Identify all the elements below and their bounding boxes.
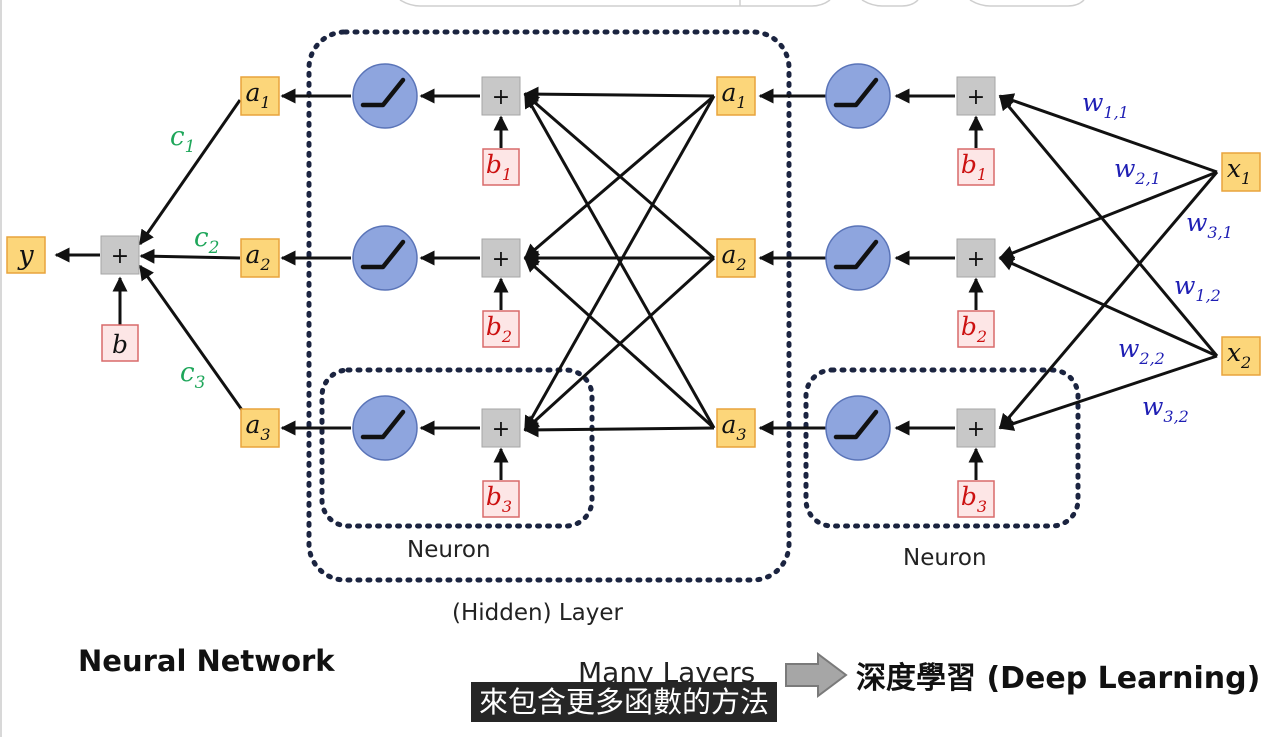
plus-icon: + [967, 85, 985, 110]
first-b2-label: b2 [961, 312, 987, 346]
hidden-sum-3 [481, 408, 521, 448]
edge-a2-to-sum1 [523, 92, 715, 260]
video-subtitle: 來包含更多函數的方法 [471, 682, 778, 722]
hidden-sum-2 [481, 238, 521, 278]
edge-a1-to-sum1 [523, 86, 715, 102]
relu-icon [833, 239, 879, 270]
weights-w: w1,1 w2,1 w3,1 w1,2 w2,2 w3,2 [1082, 88, 1233, 426]
first-a2-node [716, 238, 756, 278]
relu-icon [833, 77, 879, 108]
input-x1-label: x1 [1227, 154, 1251, 188]
hidden-bias-2 [482, 310, 520, 348]
relu-icon [360, 409, 406, 440]
first-bias-1 [957, 148, 995, 186]
hidden-relu-1 [352, 63, 418, 129]
output-label: y [17, 240, 34, 271]
weight-w12: w1,2 [1174, 271, 1221, 305]
first-sum-3 [956, 408, 996, 448]
output-bias-label: b [112, 330, 128, 359]
plus-icon: + [492, 417, 510, 442]
edge-c2 [139, 248, 241, 264]
output-sum [100, 235, 140, 275]
first-bias-2 [957, 310, 995, 348]
first-a3-label: a3 [721, 410, 746, 444]
input-x2-node [1221, 336, 1261, 376]
hidden-b1-label: b1 [486, 150, 512, 184]
first-relu-3 [825, 395, 891, 461]
edge-x1-to-sum2 [998, 170, 1218, 260]
hidden-a1-label: a1 [245, 78, 270, 112]
weight-w11: w1,1 [1082, 88, 1129, 122]
weight-c3: c3 [180, 358, 205, 393]
hidden-bias-3 [482, 480, 520, 518]
first-sum-1 [956, 76, 996, 116]
relu-icon [833, 409, 879, 440]
output-bias [101, 324, 139, 362]
edge-x2-to-sum1 [998, 94, 1219, 357]
hidden-a3-label: a3 [245, 410, 270, 444]
weight-w22: w2,2 [1118, 334, 1165, 368]
edge-x2-to-sum3 [998, 354, 1218, 431]
edge-c1 [138, 99, 242, 246]
hidden-b3-label: b3 [486, 482, 512, 516]
first-b3-label: b3 [961, 482, 987, 516]
first-sum-2 [956, 238, 996, 278]
block-arrow-icon [785, 652, 848, 698]
input-x2-label: x2 [1227, 338, 1251, 372]
first-relu-2 [825, 225, 891, 291]
hidden-sum-1 [481, 76, 521, 116]
weight-c1: c1 [170, 122, 195, 157]
relu-icon [360, 239, 406, 270]
edge-x1-to-sum1 [998, 93, 1218, 174]
plus-icon: + [111, 244, 129, 269]
first-a2-label: a2 [721, 240, 746, 274]
hidden-a3-node [240, 408, 280, 448]
hidden-a2-label: a2 [245, 240, 270, 274]
hidden-b2-label: b2 [486, 312, 512, 346]
output-node [6, 236, 46, 274]
first-b1-label: b1 [961, 150, 987, 184]
browser-tab-strip [399, 0, 1085, 7]
relu-icon [360, 77, 406, 108]
neuron-box-left [319, 367, 595, 529]
first-relu-1 [825, 63, 891, 129]
edge-a3-to-sum1 [523, 92, 716, 429]
hidden-bias-1 [482, 148, 520, 186]
weight-w31: w3,1 [1186, 208, 1233, 242]
window-edge [0, 0, 2, 737]
neuron-label-right: Neuron [903, 545, 987, 571]
weight-w21: w2,1 [1114, 154, 1161, 188]
edge-a3-to-sum2 [523, 256, 716, 430]
neuron-box-right [803, 367, 1081, 529]
input-x1-node [1221, 152, 1261, 192]
deep-learning-label: 深度學習 (Deep Learning) [856, 661, 1261, 696]
edge-x2-to-sum2 [998, 256, 1218, 358]
weights-c: c1 c2 c3 [170, 122, 219, 393]
hidden-a2-node [240, 238, 280, 278]
first-a3-node [716, 408, 756, 448]
diagram-nodes: y + b a1 + b1 a1 + b1 a2 + b2 a2 + b2 a3 + b3 a3 + b3 x1 x2 [6, 63, 1261, 518]
neuron-label-left: Neuron [407, 537, 491, 563]
hidden-relu-2 [352, 225, 418, 291]
first-a1-node [716, 76, 756, 116]
hidden-layer-box [306, 29, 792, 583]
first-bias-3 [957, 480, 995, 518]
plus-icon: + [492, 85, 510, 110]
weight-c2: c2 [194, 223, 219, 258]
edge-c3 [138, 264, 244, 411]
neural-network-title: Neural Network [78, 644, 335, 678]
hidden-relu-3 [352, 395, 418, 461]
edge-x1-to-sum3 [998, 171, 1219, 430]
edge-a3-to-sum3 [523, 422, 715, 438]
plus-icon: + [492, 247, 510, 272]
hidden-a1-node [240, 76, 280, 116]
plus-icon: + [967, 417, 985, 442]
hidden-layer-label: (Hidden) Layer [452, 600, 624, 626]
first-a1-label: a1 [721, 78, 746, 112]
plus-icon: + [967, 247, 985, 272]
weight-w32: w3,2 [1142, 392, 1189, 426]
connection-edges [54, 86, 1219, 480]
